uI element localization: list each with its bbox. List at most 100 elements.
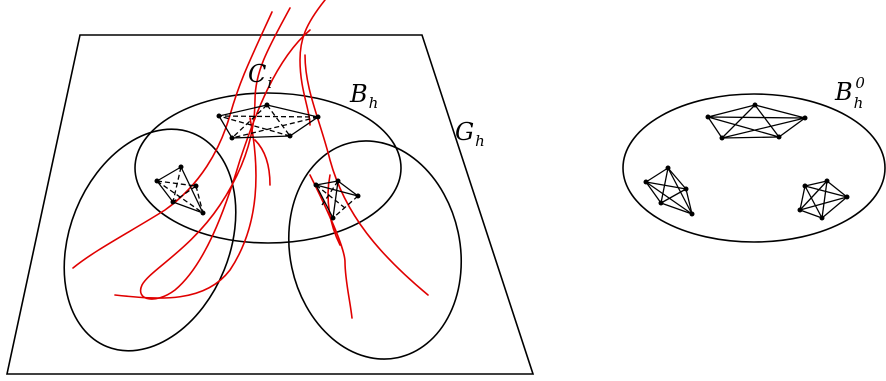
clique-bh0-top-edge (707, 116, 723, 139)
vertex (193, 183, 199, 189)
clique-bh0-top-edge (754, 104, 806, 119)
clique-bh0-top-edge (707, 116, 806, 119)
clique-center-edge (266, 104, 291, 137)
clique-left-edge (172, 166, 182, 203)
clique-bh0-left-edge (685, 188, 693, 215)
clique-center-edge (218, 115, 319, 118)
vertex (844, 194, 850, 200)
vertex (689, 211, 695, 217)
clique-left-edge (156, 180, 197, 187)
clique-left-edge (156, 180, 204, 214)
clique-right-edge (332, 195, 359, 219)
vertex (287, 133, 293, 139)
clique-right-edge (315, 184, 346, 209)
vertex (229, 135, 235, 141)
clique-bh0-top-edge (707, 104, 756, 118)
clique-bh0-right-edge (821, 180, 828, 219)
clique-center (216, 102, 321, 141)
vertex (752, 102, 758, 108)
clique-bh0-left-edge (645, 181, 687, 190)
clique-right-edge (315, 180, 339, 186)
clique-right-edge (321, 180, 339, 206)
clique-bh0-top-edge (721, 136, 780, 139)
label-gh: Gh (455, 118, 485, 150)
plane-gh (6, 34, 535, 375)
clique-bh0-right-edge (826, 180, 848, 198)
label-bh: Bh (349, 80, 378, 112)
vertex (802, 183, 808, 189)
clique-bh0-right-edge (804, 185, 823, 219)
vertex (683, 186, 689, 192)
vertex (665, 165, 671, 171)
red-curve-2 (139, 7, 311, 300)
clique-left-edge (180, 166, 204, 214)
clique-left-edge (172, 185, 197, 203)
vertex (643, 179, 649, 185)
clique-bh0-left-edge (667, 167, 693, 215)
clique-bh0-right-edge (799, 196, 848, 211)
label-bh0: Bh0 (834, 74, 865, 112)
clique-left-edge (156, 166, 182, 182)
clique-bh0-top-edge (707, 116, 780, 138)
clique-bh0-top (705, 102, 808, 141)
vertex (355, 193, 361, 199)
clique-bh0-left-edge (667, 167, 687, 190)
red-curve-7 (309, 174, 353, 319)
clique-bh0-left-edge (660, 188, 687, 204)
red-curve-5 (304, 54, 429, 296)
clique-bh0-top-edge (721, 104, 756, 139)
vertex (335, 178, 341, 184)
vertex (719, 135, 725, 141)
clique-left-edge (172, 201, 204, 214)
clique-bh0-left-edge (660, 202, 693, 215)
clique-left-edge (195, 185, 204, 214)
clique-bh0-left-edge (645, 181, 662, 204)
vertex (200, 210, 206, 216)
vertex (313, 182, 319, 188)
vertex (178, 164, 184, 170)
vertex (802, 115, 808, 121)
clique-center-edge (231, 116, 319, 139)
clique-bh0-top-edge (778, 117, 806, 138)
ellipse-bh0 (622, 93, 886, 243)
red-curve-4 (254, 139, 271, 186)
clique-right-edge (337, 180, 359, 197)
clique-bh0-top-edge (721, 117, 806, 139)
ellipse-right-part (287, 140, 463, 360)
vertex (776, 134, 782, 140)
vertex (705, 114, 711, 120)
clique-bh0-left-edge (645, 167, 669, 183)
clique-right-edge (332, 180, 339, 219)
clique-bh0-right-edge (821, 196, 848, 219)
clique-left (154, 164, 206, 216)
clique-bh0-right-edge (799, 185, 806, 211)
label-c: Ci (248, 60, 272, 92)
red-curve-1 (72, 11, 273, 269)
clique-bh0-top-edge (754, 104, 780, 138)
clique-center-outer (217, 104, 320, 139)
vertex (154, 178, 160, 184)
red-curve-6 (114, 117, 257, 299)
vertex (264, 102, 270, 108)
vertex (658, 200, 664, 206)
clique-center-edge (231, 104, 268, 139)
vertex (170, 199, 176, 205)
vertex (824, 178, 830, 184)
ellipse-bh (134, 92, 402, 244)
clique-bh0-right-edge (799, 209, 823, 219)
clique-center-edge (218, 115, 291, 137)
clique-right-edge (315, 184, 359, 197)
clique-bh0-right-edge (804, 180, 828, 187)
vertex (330, 215, 336, 221)
clique-right (313, 178, 361, 221)
vertex (315, 114, 321, 120)
clique-bh0-right (797, 178, 850, 221)
clique-left-edge (156, 180, 174, 203)
red-curves (72, 0, 429, 319)
clique-bh0-right-edge (799, 180, 828, 211)
vertex (819, 215, 825, 221)
ellipse-left-part (63, 128, 237, 352)
clique-bh0-left (643, 165, 695, 217)
vertex (797, 207, 803, 213)
